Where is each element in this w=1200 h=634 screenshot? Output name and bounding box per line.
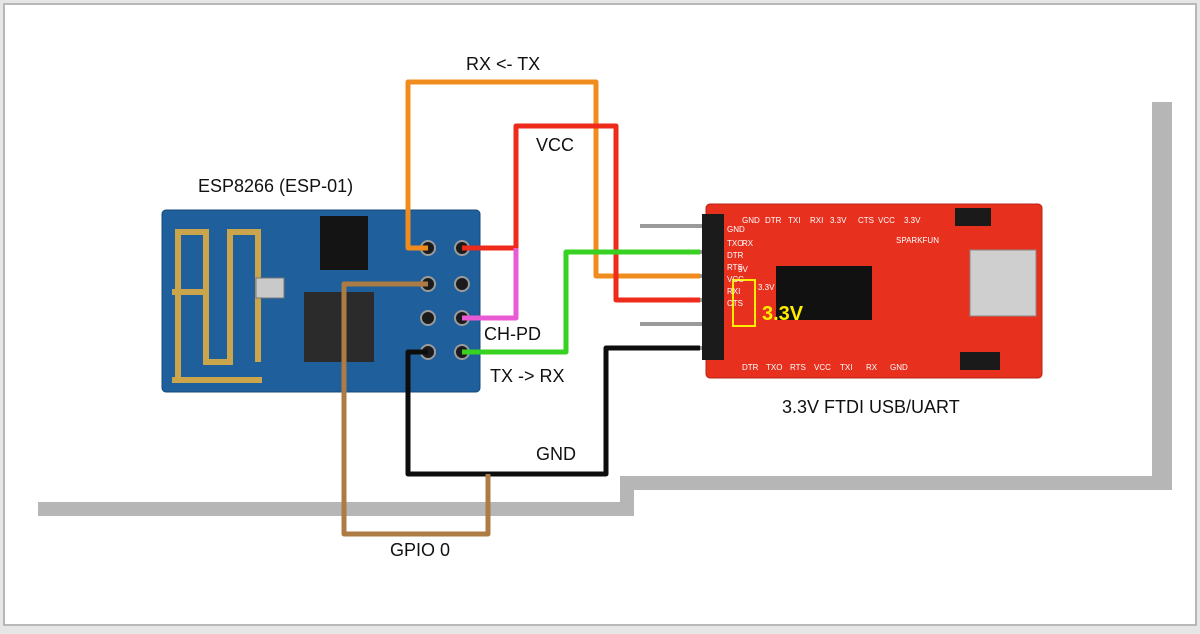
jumper-label: 5V — [738, 265, 748, 274]
ftdi-header-block — [702, 214, 724, 360]
ftdi-board: 3.3V GND CTS 3.3V TXI RXI DTR RX VCC 3.3… — [640, 203, 1043, 379]
ftdi-chip — [776, 266, 872, 320]
ftdi-pin-label: DTR — [727, 251, 744, 260]
ftdi-pin-label: 3.3V — [904, 216, 921, 225]
wire-ch-pd — [462, 248, 519, 321]
mini-usb-port — [969, 249, 1037, 317]
ftdi-pin-label: DTR — [742, 363, 759, 372]
label-tx-rx: TX -> RX — [490, 366, 565, 386]
wire-gnd — [405, 345, 700, 477]
ftdi-pin-label: 3.3V — [830, 216, 847, 225]
ftdi-pin-label: CTS — [858, 216, 874, 225]
label-ch-pd: CH-PD — [484, 324, 541, 344]
ftdi-pin-label: GND — [727, 225, 745, 234]
ftdi-pin-label: RX — [742, 239, 754, 248]
label-vcc: VCC — [536, 135, 574, 155]
ftdi-pin-label: GND — [742, 216, 760, 225]
wire-rx-tx — [405, 79, 700, 279]
wire-vcc — [462, 123, 700, 303]
crystal — [255, 277, 285, 299]
ftdi-pin-label: TXI — [788, 216, 800, 225]
esp8266-board — [161, 209, 481, 393]
ftdi-pin-label: CTS — [727, 299, 743, 308]
ftdi-pin-label: RX — [866, 363, 878, 372]
wire-gpio0 — [341, 281, 491, 537]
ftdi-pin-label: RTS — [790, 363, 806, 372]
ftdi-pin-label: TXO — [766, 363, 782, 372]
brand-label: SPARKFUN — [896, 236, 939, 245]
wire-tx-rx — [462, 249, 700, 355]
ftdi-pin-label: VCC — [727, 275, 744, 284]
label-gpio0: GPIO 0 — [390, 540, 450, 560]
ftdi-pin-label: GND — [890, 363, 908, 372]
ftdi-pin-label: VCC — [814, 363, 831, 372]
smd-component — [955, 208, 991, 226]
voltage-label: 3.3V — [762, 303, 804, 325]
ftdi-pin-label: RXI — [727, 287, 740, 296]
pcb-antenna — [172, 229, 262, 383]
ftdi-pin-label: TXI — [840, 363, 852, 372]
voltage-jumper-highlight — [732, 279, 756, 327]
ftdi-pin-label: TXO — [727, 239, 743, 248]
label-ftdi-title: 3.3V FTDI USB/UART — [782, 397, 960, 417]
esp-chip — [304, 292, 374, 362]
label-gnd: GND — [536, 444, 576, 464]
ftdi-pin-label: VCC — [878, 216, 895, 225]
ftdi-pin-label: RTS — [727, 263, 743, 272]
label-rx-tx: RX <- TX — [466, 54, 540, 74]
jumper-label: 3.3V — [758, 283, 775, 292]
flash-chip — [320, 216, 368, 270]
ftdi-pin-label: RXI — [810, 216, 823, 225]
wires — [341, 79, 700, 537]
ftdi-pin-label: DTR — [765, 216, 782, 225]
smd-component — [960, 352, 1000, 370]
label-esp-title: ESP8266 (ESP-01) — [198, 176, 353, 196]
